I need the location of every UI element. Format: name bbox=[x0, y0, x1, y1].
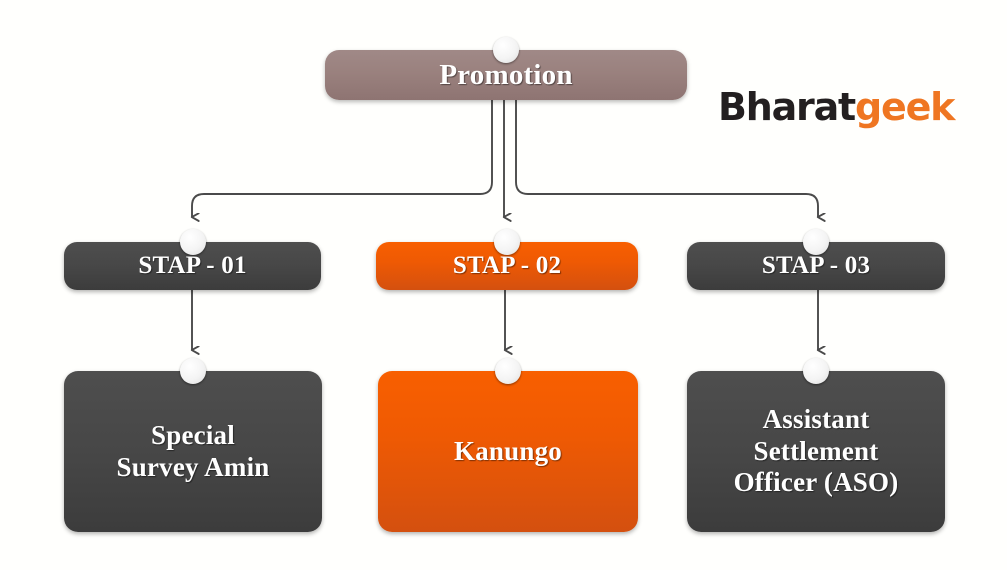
connector-root-to-stage-1 bbox=[192, 100, 493, 217]
knob-icon bbox=[803, 358, 829, 384]
knob-icon bbox=[179, 229, 206, 255]
logo-text-bharat: Bharat bbox=[718, 85, 856, 129]
node-role-1[interactable]: Special Survey Amin bbox=[64, 358, 322, 532]
node-role-3[interactable]: Assistant Settlement Officer (ASO) bbox=[687, 358, 945, 532]
node-role-2-label: Kanungo bbox=[454, 435, 562, 466]
node-stage-2-label: STAP - 02 bbox=[452, 252, 562, 280]
node-stage-3-label: STAP - 03 bbox=[761, 252, 871, 280]
node-role-1-label: Special Survey Amin bbox=[116, 419, 270, 482]
bharatgeek-logo: Bharatgeek bbox=[718, 85, 955, 129]
node-role-2[interactable]: Kanungo bbox=[378, 358, 638, 532]
knob-icon bbox=[180, 358, 206, 384]
node-promotion-label: Promotion bbox=[439, 58, 573, 91]
node-stage-2[interactable]: STAP - 02 bbox=[376, 229, 638, 290]
node-stage-1[interactable]: STAP - 01 bbox=[64, 229, 321, 290]
node-stage-3[interactable]: STAP - 03 bbox=[687, 229, 945, 290]
knob-icon bbox=[493, 37, 519, 63]
node-promotion[interactable]: Promotion bbox=[325, 37, 687, 100]
logo-text-geek: geek bbox=[855, 85, 955, 129]
knob-icon bbox=[495, 358, 521, 384]
node-stage-1-label: STAP - 01 bbox=[138, 252, 247, 280]
node-role-3-label: Assistant Settlement Officer (ASO) bbox=[733, 403, 899, 498]
knob-icon bbox=[803, 229, 829, 255]
knob-icon bbox=[494, 229, 520, 255]
